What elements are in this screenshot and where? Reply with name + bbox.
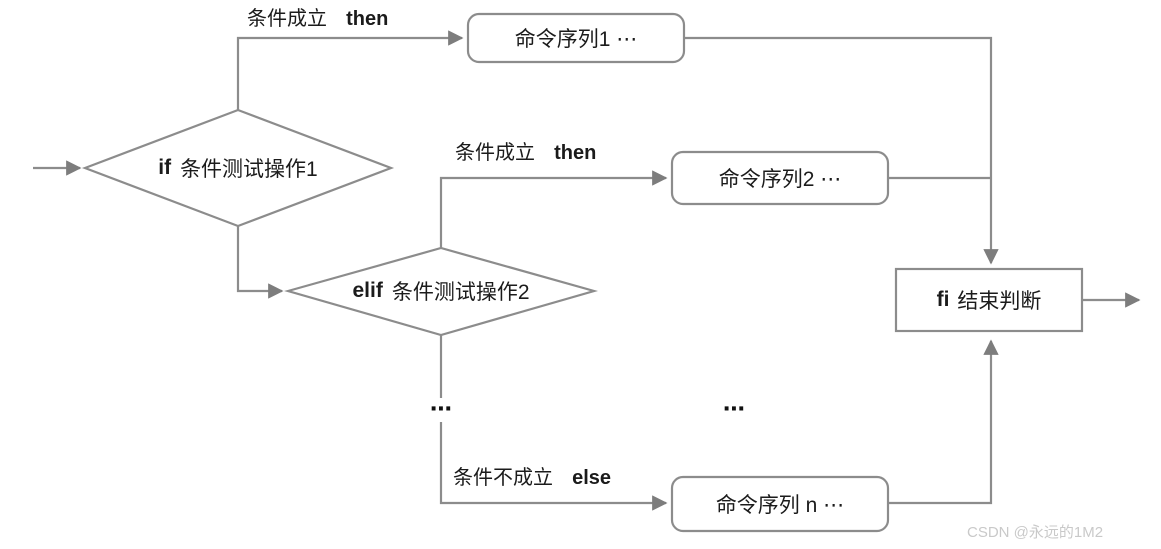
edge-elif-then	[439, 170, 668, 248]
edge-else-lower	[439, 422, 668, 511]
edge-label-else-keyword: else	[572, 467, 612, 489]
edge-process1-to-fi	[684, 36, 999, 265]
shape-process3	[670, 475, 890, 533]
ellipsis-middle: ⋯	[723, 396, 746, 421]
shape-process1	[466, 12, 686, 64]
shape-end	[894, 267, 1084, 333]
edge-process3-to-fi	[888, 339, 999, 505]
edge-label-else: 条件不成立 else	[453, 461, 611, 490]
edge-label-then1-condition: 条件成立	[247, 8, 327, 30]
shape-process2	[670, 150, 890, 206]
edge-label-then1-keyword: then	[346, 8, 389, 30]
shape-decision2	[283, 246, 599, 337]
edge-if-false	[236, 226, 284, 299]
edge-label-then1: 条件成立 then	[247, 2, 388, 31]
watermark: CSDN @永远的1M2	[967, 524, 1104, 541]
edge-if-then	[236, 30, 464, 110]
edge-label-then2: 条件成立 then	[455, 136, 596, 165]
shape-decision1	[81, 108, 395, 228]
ellipsis-left: ⋯	[430, 396, 453, 421]
edge-label-else-condition: 条件不成立	[453, 467, 553, 489]
edge-label-then2-keyword: then	[554, 142, 597, 164]
edge-label-then2-condition: 条件成立	[455, 142, 535, 164]
